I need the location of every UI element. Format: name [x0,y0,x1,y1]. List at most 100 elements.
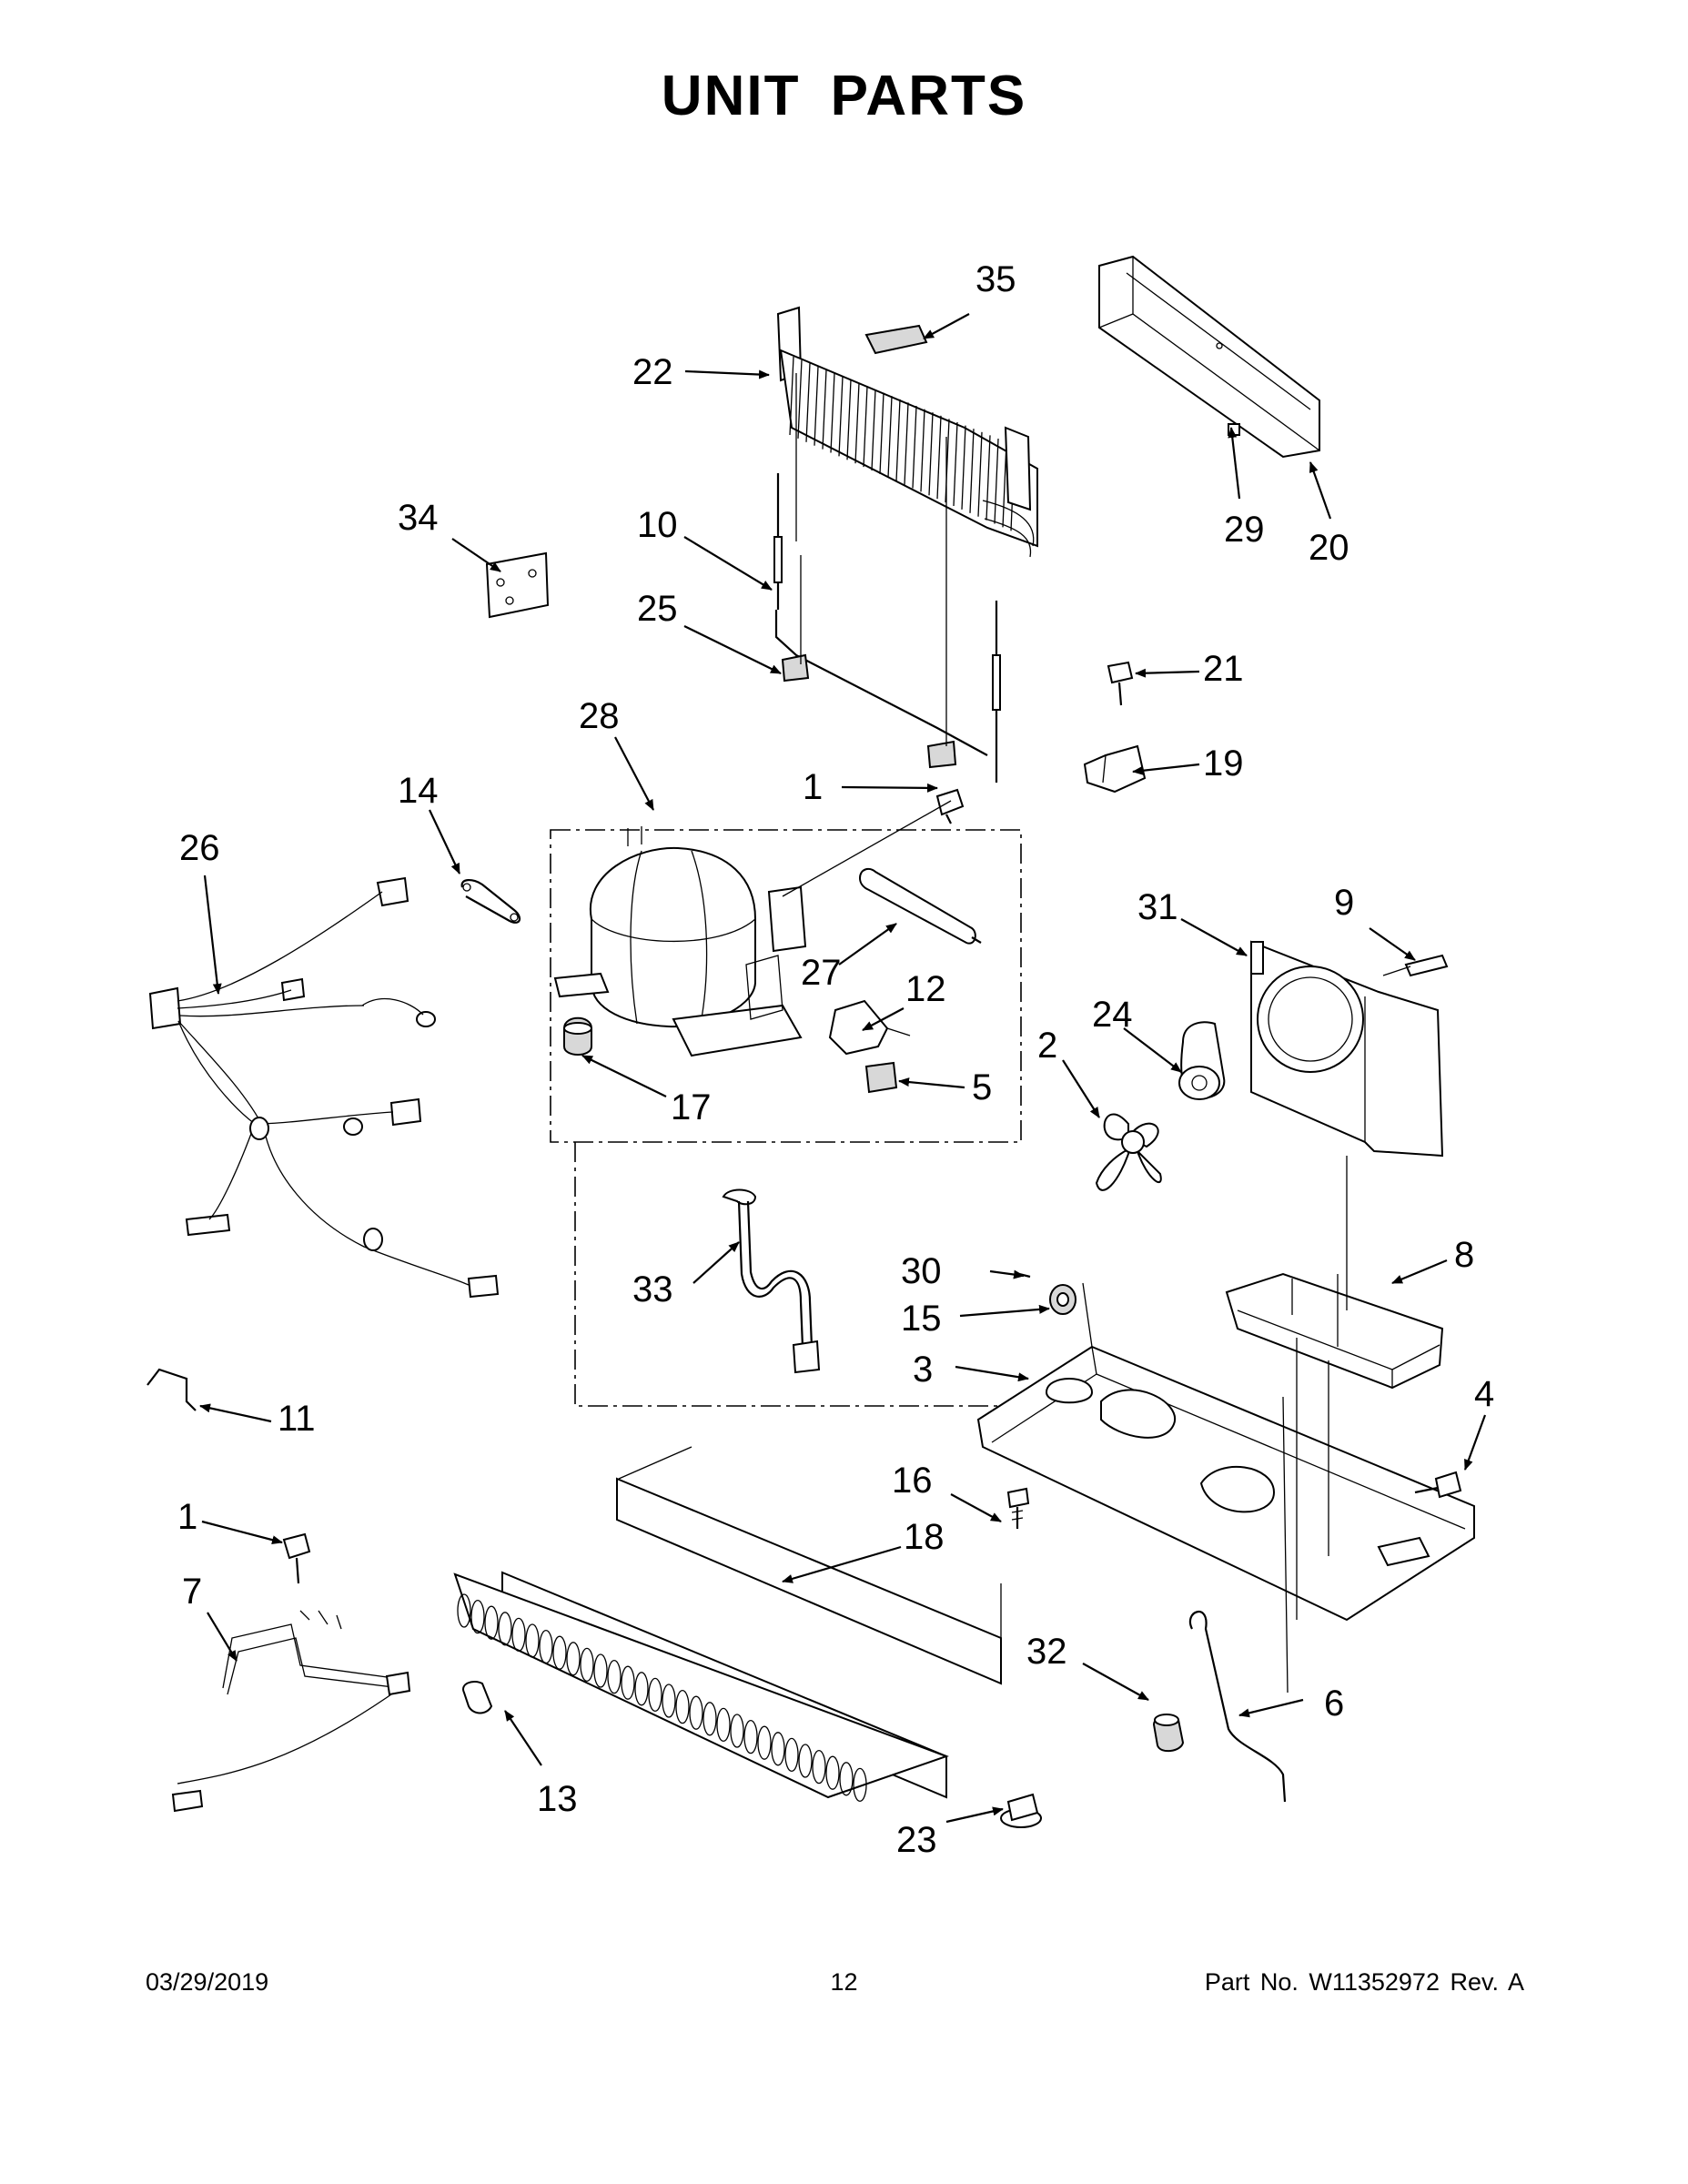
thermostat-part-23 [1000,1793,1042,1828]
fitting-part-1-top [782,788,965,897]
page-title: UNIT PARTS [661,65,1027,127]
callout-25: 25 [637,589,678,629]
evaporator-fin [904,402,909,485]
callout-22: 22 [632,352,673,392]
evaporator-fin [854,382,860,464]
callout-17: 17 [671,1087,712,1127]
callout-21: 21 [1203,649,1244,689]
evaporator-fin [887,396,893,478]
screw-part-29 [1228,423,1240,436]
leader-arrows [199,313,1487,1824]
condenser-coil-loop [593,1653,608,1688]
condenser-part-18 [453,1446,1002,1803]
evaporator-fin [797,359,803,439]
strap-part-14 [460,879,521,924]
callout-13: 13 [537,1779,578,1819]
drier-part-27 [858,867,982,945]
condenser-coil-loop [566,1642,581,1676]
condenser-coil-loop [689,1695,703,1730]
callout-1-bottom: 1 [177,1497,197,1537]
cover-box-part-20 [1098,255,1320,459]
alignment-line [795,373,1348,1620]
callout-26: 26 [179,828,220,868]
callout-35: 35 [975,259,1016,299]
callout-34: 34 [398,498,439,538]
callout-2: 2 [1037,1026,1057,1066]
evaporator-fin [789,356,794,436]
callout-10: 10 [637,505,678,545]
heater-tube-part-10 [773,473,1001,783]
screw-part-9 [1382,954,1449,977]
evaporator-fin [805,363,811,442]
callout-4: 4 [1474,1374,1494,1414]
evaporator-fin [936,415,942,500]
condenser-coil-loop [648,1677,662,1713]
drain-tube-part-33 [722,1188,821,1374]
condenser-coil-loop [798,1744,813,1778]
grommet-part-15 [1049,1284,1076,1315]
callout-23: 23 [896,1820,937,1860]
condenser-coil-loop [730,1714,744,1748]
harness-part-7 [171,1610,411,1813]
condenser-coil-loop [784,1737,799,1773]
relay-part-12 [828,999,911,1056]
condenser-coil-loop [702,1702,717,1736]
compressor-part-28 [553,826,807,1057]
condenser-coil-loop [716,1707,731,1743]
evaporator-fin [838,376,844,457]
condenser-coil-loop [457,1593,471,1628]
condenser-coil-loop [675,1689,690,1724]
bracket-part-19 [1083,744,1147,794]
callout-29: 29 [1224,510,1265,550]
evaporator-part-22 [776,306,1038,558]
fan-blade-part-2 [1095,1113,1162,1191]
evaporator-fin [928,412,934,496]
condenser-coil-loop [743,1719,758,1754]
condenser-coil-loop [621,1665,635,1700]
condenser-coil-loop [839,1762,854,1796]
condenser-coil-loop [634,1672,649,1706]
bolt-part-16 [1006,1487,1030,1529]
footer-page-number: 12 [830,1968,858,1996]
grommet-part-17 [563,1016,592,1056]
callout-18: 18 [904,1517,945,1557]
evaporator-fin [961,425,966,510]
condenser-coil-loop [812,1749,826,1785]
condenser-coil-loop [825,1755,840,1790]
callout-28: 28 [579,696,620,736]
condenser-coil-loop [607,1659,622,1694]
callout-labels: 35 22 29 20 34 10 25 21 19 28 1 14 26 27… [177,259,1494,1860]
callout-9: 9 [1334,883,1354,923]
callout-19: 19 [1203,743,1244,784]
callout-16: 16 [892,1461,933,1501]
callout-20: 20 [1309,528,1349,568]
evaporator-fin [895,399,901,481]
screw-part-4 [1414,1471,1462,1499]
fan-shroud-part-31 [1250,940,1444,1158]
evaporator-fin [830,372,835,453]
callout-3: 3 [913,1350,933,1390]
evaporator-fin [846,379,852,460]
evaporator-fin [814,366,819,446]
relay-cover-part-5 [864,1061,898,1094]
footer-part-number: Part No. W11352972 Rev. A [1204,1968,1524,1996]
condenser-coil-loop [771,1732,785,1766]
condenser-coil-loop [662,1684,676,1718]
base-pan-part-3 [976,1345,1475,1694]
callout-5: 5 [972,1067,992,1107]
evaporator-fin [994,438,999,524]
fan-motor-part-24 [1178,1021,1226,1100]
condenser-coil-loop [525,1623,540,1658]
pad-part-35 [864,324,928,355]
cap-part-32 [1152,1714,1185,1753]
condenser-coil-loop [580,1647,594,1683]
evaporator-fin [920,409,925,492]
callout-12: 12 [905,969,946,1009]
evaporator-fin [953,421,958,507]
callout-30: 30 [901,1251,942,1291]
callout-33: 33 [632,1269,673,1309]
callout-8: 8 [1454,1235,1474,1275]
callout-6: 6 [1324,1684,1344,1724]
clip-part-13 [462,1681,493,1714]
evaporator-fin [822,369,827,450]
